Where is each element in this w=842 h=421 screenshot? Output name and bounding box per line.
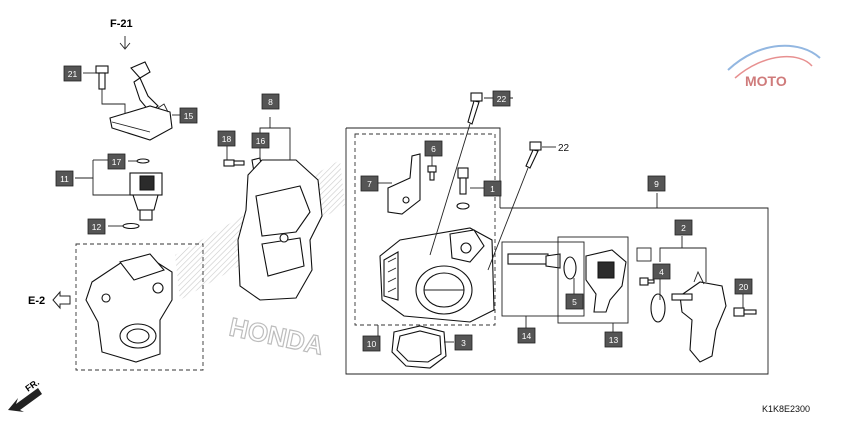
callout-6: 6 bbox=[424, 140, 443, 157]
part-sensor-15 bbox=[109, 61, 173, 141]
group-box-10 bbox=[354, 133, 496, 326]
part-bolt-21 bbox=[95, 65, 109, 90]
callout-label-7: 7 bbox=[367, 179, 372, 189]
part-sensor-11 bbox=[129, 172, 163, 221]
bolt-22-label: 22 bbox=[558, 143, 570, 154]
callout-box-8 bbox=[261, 93, 280, 110]
callout-label-3: 3 bbox=[461, 338, 466, 348]
callout-label-9: 9 bbox=[654, 179, 659, 189]
callout-box-4 bbox=[652, 263, 671, 280]
callout-box-20 bbox=[734, 278, 753, 295]
callout-label-4: 4 bbox=[659, 267, 664, 277]
callout-box-1 bbox=[483, 180, 502, 197]
callout-box-7 bbox=[360, 175, 379, 192]
callout-box-15 bbox=[179, 107, 198, 124]
callout-22: 22 bbox=[492, 90, 511, 107]
callout-box-14 bbox=[517, 327, 536, 344]
part-intake-manifold bbox=[75, 243, 204, 371]
callout-9: 9 bbox=[647, 175, 666, 192]
callout-label-1: 1 bbox=[490, 184, 495, 194]
callout-label-21: 21 bbox=[68, 69, 78, 79]
callout-box-2 bbox=[674, 219, 693, 236]
callout-label-2: 2 bbox=[681, 223, 686, 233]
callout-2: 2 bbox=[674, 219, 693, 236]
moto-logo-text: MOTO bbox=[745, 73, 787, 89]
callout-label-13: 13 bbox=[609, 335, 619, 345]
group-box-14 bbox=[501, 241, 585, 317]
callout-label-14: 14 bbox=[522, 331, 532, 341]
callout-14: 14 bbox=[517, 327, 536, 344]
part-throttle-body bbox=[379, 227, 495, 323]
part-code: K1K8E2300 bbox=[762, 404, 810, 414]
callout-7: 7 bbox=[360, 175, 379, 192]
callout-10: 10 bbox=[362, 335, 381, 352]
leader-lines bbox=[75, 72, 744, 343]
part-screw-6 bbox=[427, 165, 437, 181]
part-oring-17 bbox=[136, 158, 150, 164]
callout-box-5 bbox=[565, 293, 584, 310]
callout-label-11: 11 bbox=[60, 174, 69, 184]
callout-box-9 bbox=[647, 175, 666, 192]
ref-f21-label: F-21 bbox=[110, 18, 133, 30]
callout-12: 12 bbox=[87, 218, 106, 235]
callout-box-12 bbox=[87, 218, 106, 235]
part-bolt-22-upper bbox=[429, 92, 483, 256]
part-oring-12 bbox=[122, 222, 140, 230]
front-arrow: FR. bbox=[8, 377, 42, 412]
part-gasket-3 bbox=[391, 325, 447, 369]
callout-box-17 bbox=[107, 153, 126, 170]
part-bolt-22-right bbox=[487, 141, 542, 271]
callout-4: 4 bbox=[652, 263, 671, 280]
callout-label-17: 17 bbox=[112, 157, 122, 167]
ref-e2: E-2 bbox=[28, 290, 71, 310]
callout-20: 20 bbox=[734, 278, 753, 295]
callout-box-16 bbox=[251, 132, 270, 149]
callout-21: 21 bbox=[63, 65, 82, 82]
part-screw-1 bbox=[456, 167, 470, 210]
callout-label-20: 20 bbox=[739, 282, 749, 292]
moto-logo-watermark: MOTO bbox=[727, 44, 821, 89]
blank-callout-box bbox=[636, 247, 652, 262]
callout-box-13 bbox=[604, 331, 623, 348]
callout-box-6 bbox=[424, 140, 443, 157]
callout-box-10 bbox=[362, 335, 381, 352]
callout-label-16: 16 bbox=[256, 136, 266, 146]
callout-box-3 bbox=[454, 334, 473, 351]
ref-e2-label: E-2 bbox=[28, 295, 45, 307]
callout-16: 16 bbox=[251, 132, 270, 149]
callout-box-22 bbox=[492, 90, 511, 107]
callout-label-8: 8 bbox=[268, 97, 273, 107]
callout-label-22: 22 bbox=[497, 94, 507, 104]
callout-label-5: 5 bbox=[572, 297, 577, 307]
part-screw-18 bbox=[223, 159, 245, 167]
callout-5: 5 bbox=[565, 293, 584, 310]
callout-box-18 bbox=[217, 130, 236, 147]
callout-18: 18 bbox=[217, 130, 236, 147]
part-bracket-7 bbox=[387, 153, 421, 215]
callout-1: 1 bbox=[483, 180, 502, 197]
callout-label-15: 15 bbox=[184, 111, 194, 121]
callout-box-11 bbox=[55, 170, 74, 187]
part-sensor-2 bbox=[650, 270, 727, 363]
callout-label-6: 6 bbox=[431, 144, 436, 154]
callout-8: 8 bbox=[261, 93, 280, 110]
part-cover-8 bbox=[237, 159, 323, 301]
part-screw-4 bbox=[639, 277, 655, 286]
callout-3: 3 bbox=[454, 334, 473, 351]
callout-label-10: 10 bbox=[367, 339, 377, 349]
callout-17: 17 bbox=[107, 153, 126, 170]
callout-label-18: 18 bbox=[222, 134, 232, 144]
callout-11: 11 bbox=[55, 170, 74, 187]
callout-13: 13 bbox=[604, 331, 623, 348]
group-box-13 bbox=[557, 236, 629, 324]
part-screw-20 bbox=[733, 307, 757, 317]
svg-text:HONDA: HONDA bbox=[227, 312, 327, 361]
callouts: 21 15 17 11 12 18 16 8 6 7 1 22 9 2 4 5 20 14 13 10 3 bbox=[55, 65, 753, 352]
callout-15: 15 bbox=[179, 107, 198, 124]
callout-box-21 bbox=[63, 65, 82, 82]
ref-f21: F-21 bbox=[110, 18, 133, 50]
callout-label-12: 12 bbox=[92, 222, 102, 232]
